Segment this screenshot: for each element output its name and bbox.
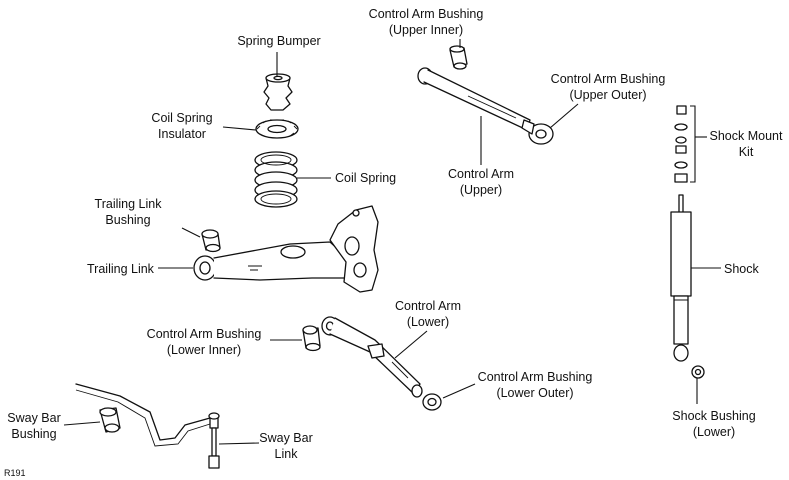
- shock-bushing-lower-part: [691, 365, 705, 379]
- label-shock-mount-kit-line2: Kit: [739, 145, 754, 159]
- label-spring-bumper: Spring Bumper: [237, 34, 320, 48]
- label-trailing-link-bushing-line1: Trailing Link: [95, 197, 163, 211]
- label-cab-lower-inner-line2: (Lower Inner): [167, 343, 241, 357]
- label-cab-upper-outer-line2: (Upper Outer): [569, 88, 646, 102]
- control-arm-upper-part: [417, 67, 554, 145]
- label-control-arm-upper-line1: Control Arm: [448, 167, 514, 181]
- label-shock-bushing-lower-line1: Shock Bushing: [672, 409, 755, 423]
- shock-part: [670, 194, 692, 362]
- coil-spring-insulator-part: [255, 119, 299, 139]
- shock-mount-kit-part: [674, 105, 688, 183]
- label-sway-bar-link-line2: Link: [275, 447, 299, 461]
- label-coil-spring-insulator-line1: Coil Spring: [151, 111, 212, 125]
- label-trailing-link: Trailing Link: [87, 262, 155, 276]
- sway-bar-part: [75, 383, 211, 447]
- figure-code: R191: [4, 468, 26, 478]
- control-arm-bushing-lower-inner-part: [302, 325, 321, 352]
- label-cab-lower-outer-line2: (Lower Outer): [496, 386, 573, 400]
- label-cab-upper-inner-line2: (Upper Inner): [389, 23, 463, 37]
- control-arm-lower-part: [321, 316, 423, 398]
- label-shock-mount-kit-line1: Shock Mount: [710, 129, 783, 143]
- label-control-arm-lower-line2: (Lower): [407, 315, 449, 329]
- control-arm-bushing-lower-outer-part: [422, 393, 442, 411]
- trailing-link-bushing-part: [201, 229, 221, 253]
- label-shock: Shock: [724, 262, 759, 276]
- trailing-link-part: [193, 205, 379, 293]
- spring-bumper-part: [263, 73, 293, 111]
- label-coil-spring: Coil Spring: [335, 171, 396, 185]
- label-coil-spring-insulator-line2: Insulator: [158, 127, 206, 141]
- label-cab-upper-outer-line1: Control Arm Bushing: [551, 72, 666, 86]
- label-control-arm-lower-line1: Control Arm: [395, 299, 461, 313]
- coil-spring-part: [254, 151, 298, 208]
- label-cab-upper-inner-line1: Control Arm Bushing: [369, 7, 484, 21]
- label-control-arm-upper-line2: (Upper): [460, 183, 502, 197]
- label-sway-bar-link-line1: Sway Bar: [259, 431, 313, 445]
- sway-bar-link-part: [208, 412, 220, 469]
- label-shock-bushing-lower-line2: (Lower): [693, 425, 735, 439]
- control-arm-bushing-upper-inner-part: [449, 45, 468, 70]
- label-cab-lower-outer-line1: Control Arm Bushing: [478, 370, 593, 384]
- label-sway-bar-bushing-line2: Bushing: [11, 427, 56, 441]
- label-cab-lower-inner-line1: Control Arm Bushing: [147, 327, 262, 341]
- label-sway-bar-bushing-line1: Sway Bar: [7, 411, 61, 425]
- sway-bar-bushing-part: [99, 407, 121, 433]
- leader-lines: [63, 39, 721, 445]
- label-trailing-link-bushing-line2: Bushing: [105, 213, 150, 227]
